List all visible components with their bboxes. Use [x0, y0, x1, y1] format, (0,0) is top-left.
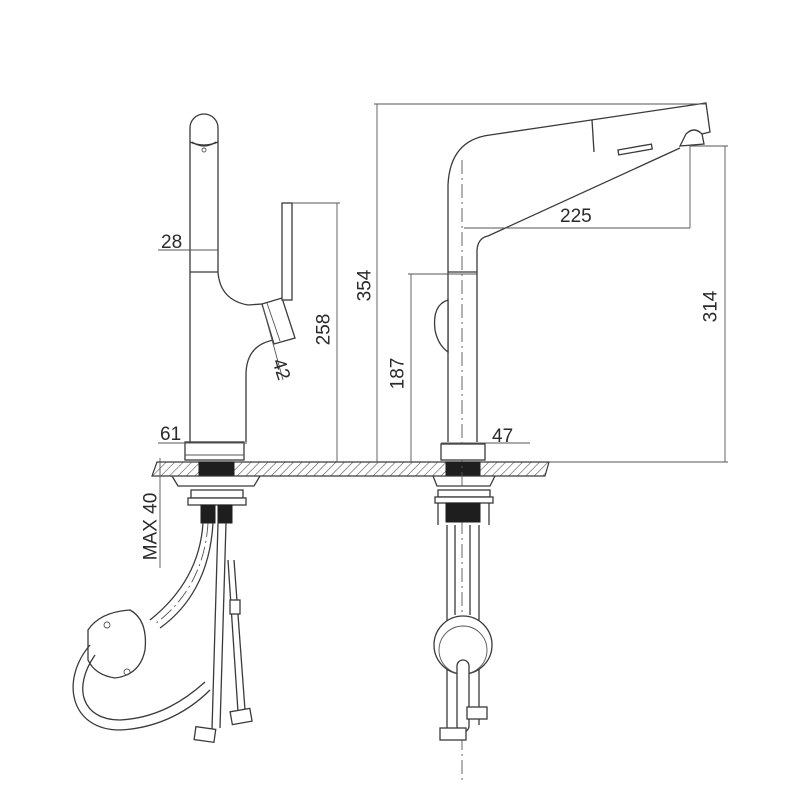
side-view-hoses [72, 522, 253, 744]
dimension-lines [158, 103, 728, 568]
countertop [151, 461, 550, 477]
dim-label-handle-height: 187 [387, 357, 409, 390]
dim-label-lever-height: 258 [313, 313, 335, 346]
dim-label-spout-reach: 225 [560, 206, 592, 227]
dim-label-total-height: 354 [354, 269, 376, 302]
dim-label-outlet-height: 314 [700, 290, 722, 323]
dim-label-max-deck: MAX 40 [140, 492, 162, 561]
front-view-faucet [432, 102, 711, 780]
dim-label-front-base: 47 [492, 426, 514, 447]
dim-label-spout-width: 28 [161, 232, 183, 253]
side-view-faucet [171, 113, 296, 524]
dim-label-side-base: 61 [160, 424, 182, 445]
